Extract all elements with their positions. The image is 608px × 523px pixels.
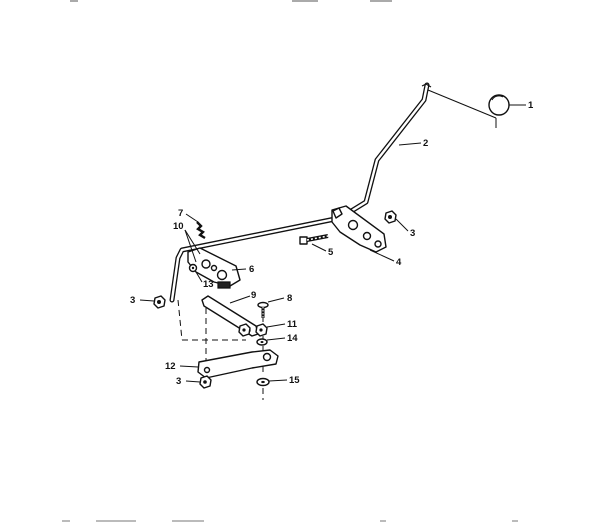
callout-7: 7	[178, 208, 183, 219]
knob	[488, 94, 510, 116]
callout-10: 10	[173, 221, 184, 232]
lift-rod	[169, 82, 432, 303]
nut-bottom	[199, 375, 212, 389]
callout-5: 5	[328, 247, 334, 258]
callout-4: 4	[396, 257, 402, 268]
callout-1: 1	[528, 100, 534, 111]
callout-11: 11	[287, 319, 298, 330]
callout-8: 8	[287, 293, 292, 304]
bolt-5	[299, 234, 329, 245]
callout-3-bottom: 3	[176, 376, 181, 387]
nut-left	[153, 295, 166, 309]
callout-6: 6	[249, 264, 254, 275]
callout-9: 9	[251, 290, 256, 301]
callout-15: 15	[289, 375, 300, 386]
washer-14	[256, 338, 268, 346]
callout-3-left: 3	[130, 295, 135, 306]
callout-2: 2	[423, 138, 428, 149]
nut-upper-right	[384, 210, 397, 224]
right-bracket	[331, 205, 387, 253]
callout-12: 12	[165, 361, 176, 372]
washer-15	[256, 377, 270, 387]
screw-8	[257, 301, 269, 318]
spring-pin	[196, 221, 206, 240]
callout-14: 14	[287, 333, 298, 344]
nut-11	[238, 323, 268, 337]
callout-3-upper-right: 3	[410, 228, 415, 239]
knob-pointer-line	[427, 89, 497, 119]
washer-13	[188, 263, 198, 273]
callout-13: 13	[203, 279, 214, 290]
link-plate	[197, 349, 279, 379]
